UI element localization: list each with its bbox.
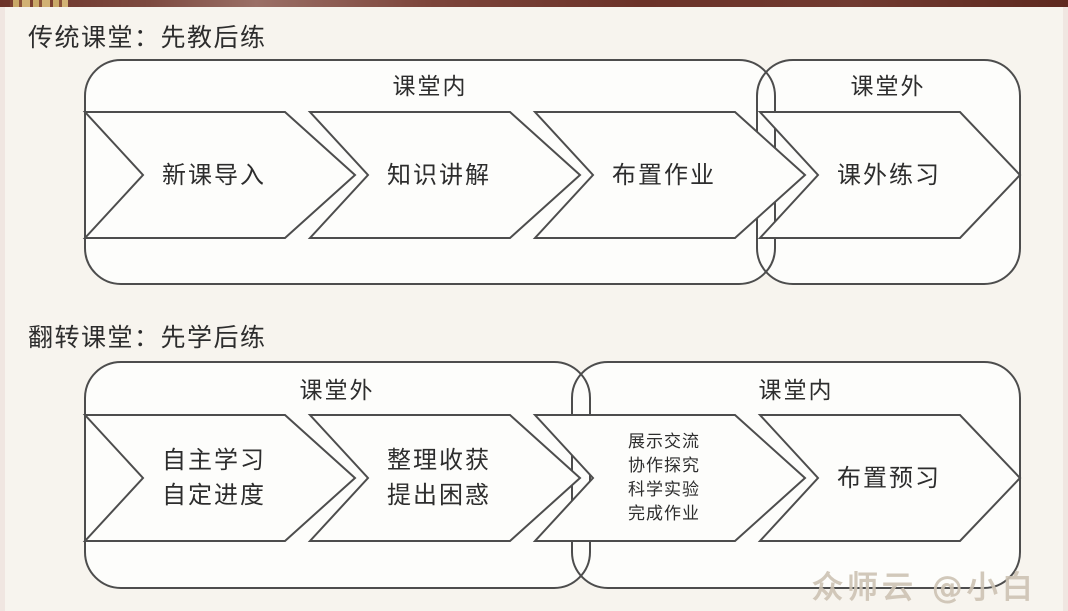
row2-arrows xyxy=(82,414,1022,542)
arrow-row1-step4 xyxy=(757,111,1022,239)
arrow-row1-step2 xyxy=(307,111,582,239)
row1-step3-label: 布置作业 xyxy=(612,160,716,189)
left-edge-band xyxy=(0,7,5,611)
arrow-row2-step1 xyxy=(82,414,357,542)
row1-title: 传统课堂：先教后练 xyxy=(28,23,267,52)
top-bar xyxy=(0,0,1068,7)
row1-arrows xyxy=(82,111,1022,239)
row2-step4-label: 布置预习 xyxy=(837,463,941,492)
row1-step1-label: 新课导入 xyxy=(162,160,266,189)
watermark: 众师云 @小白 xyxy=(812,570,1037,606)
row1-step2-label: 知识讲解 xyxy=(387,160,491,189)
row2-title: 翻转课堂：先学后练 xyxy=(28,323,267,352)
row2-step3-label: 展示交流 协作探究 科学实验 完成作业 xyxy=(628,431,700,525)
row1-step4-label: 课外练习 xyxy=(837,160,941,189)
row2-group-inclass-label: 课堂内 xyxy=(758,378,834,404)
arrow-row2-step3 xyxy=(532,414,807,542)
brand-mark xyxy=(10,0,68,7)
row2-group-outclass-label: 课堂外 xyxy=(299,378,375,404)
row1-group-outclass-label: 课堂外 xyxy=(850,74,926,100)
right-edge-band xyxy=(1063,7,1068,611)
row2-step1-label: 自主学习 自定进度 xyxy=(162,446,266,509)
arrow-row1-step1 xyxy=(82,111,357,239)
row2-step2-label: 整理收获 提出困惑 xyxy=(387,446,491,509)
arrow-row1-step3 xyxy=(532,111,807,239)
row1-group-inclass-label: 课堂内 xyxy=(392,74,468,100)
arrow-row2-step4 xyxy=(757,414,1022,542)
arrow-row2-step2 xyxy=(307,414,582,542)
